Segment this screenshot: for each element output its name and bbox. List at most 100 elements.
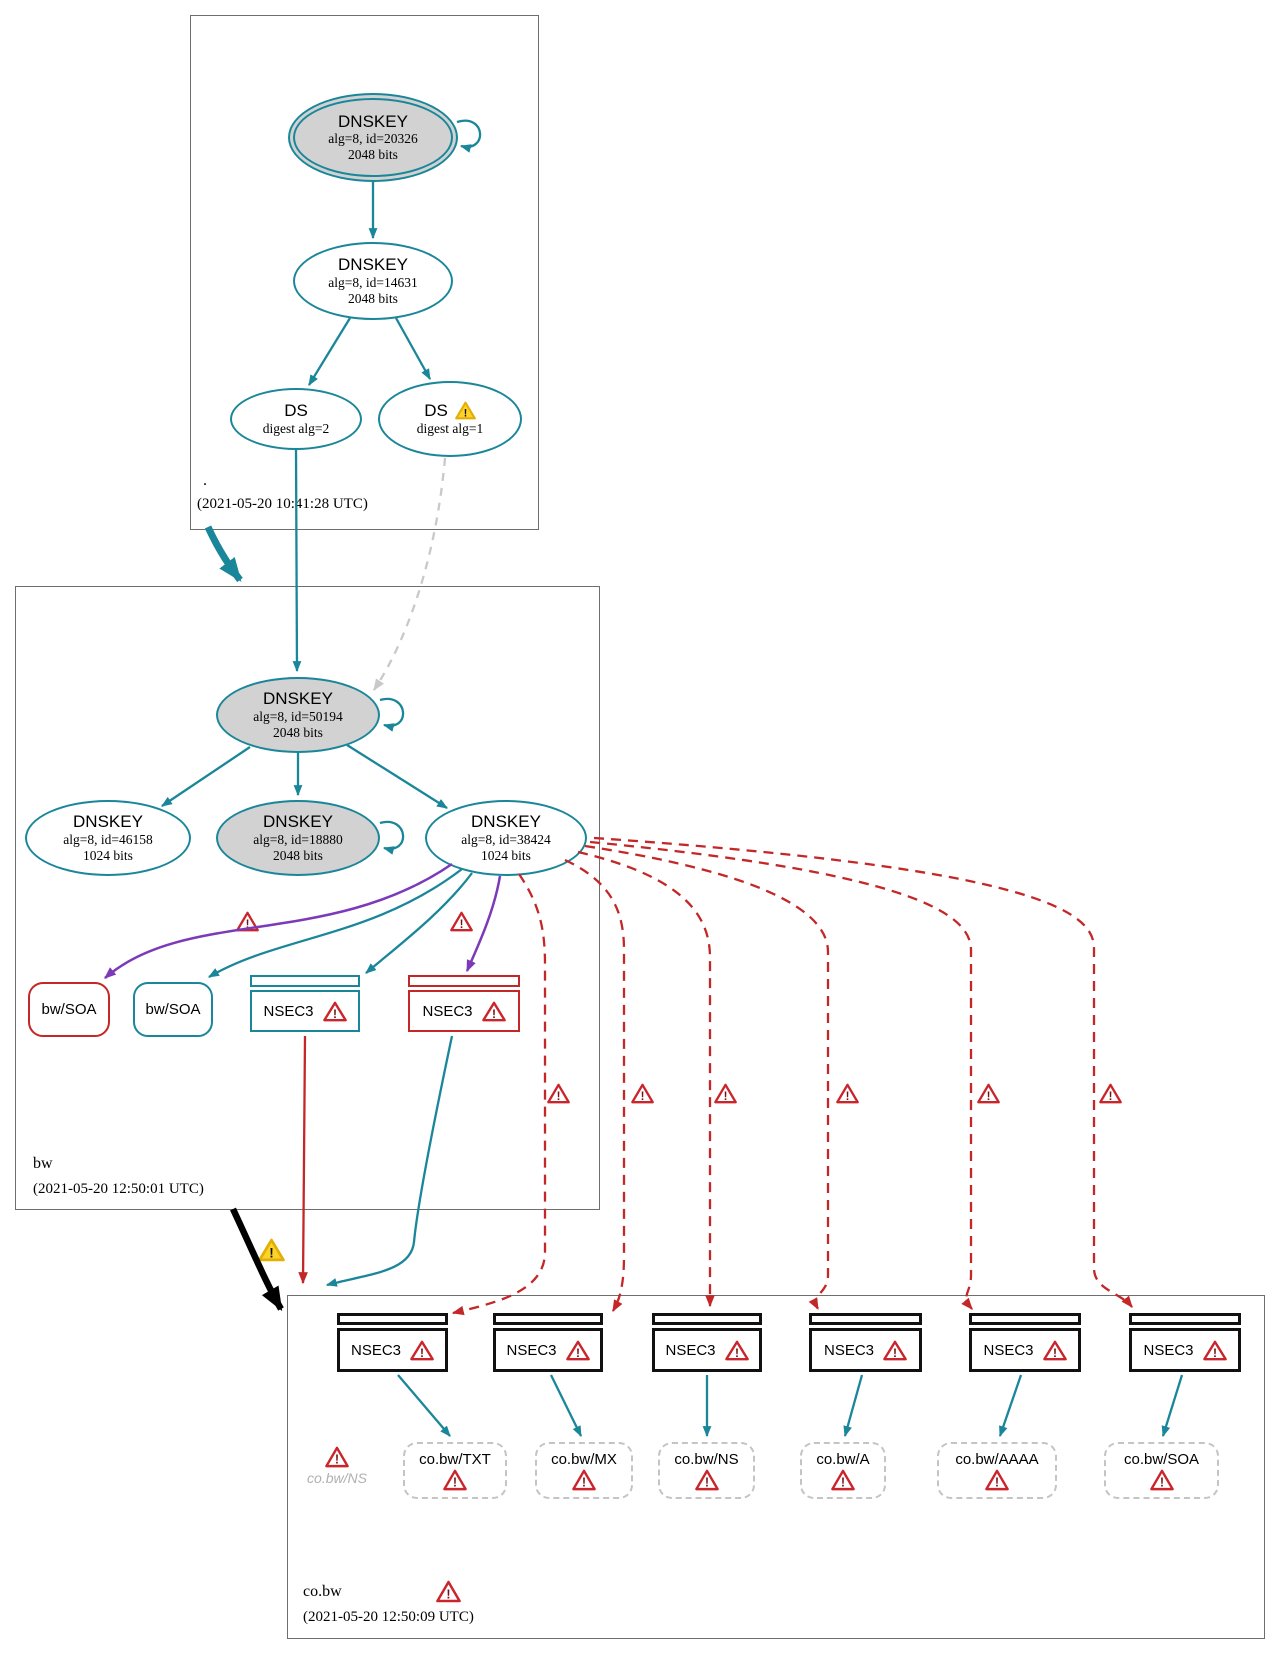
node-bw-dnskey-46158[interactable]: DNSKEY alg=8, id=46158 1024 bits bbox=[25, 800, 191, 876]
svg-text:!: ! bbox=[464, 408, 468, 420]
node-cobw-nsec3-6[interactable]: NSEC3 ! bbox=[1129, 1313, 1241, 1372]
svg-text:!: ! bbox=[641, 1090, 645, 1103]
node-title: DNSKEY bbox=[263, 689, 333, 709]
svg-text:!: ! bbox=[893, 1345, 897, 1359]
svg-text:!: ! bbox=[420, 1345, 424, 1359]
node-cobw-nsec3-4[interactable]: NSEC3 ! bbox=[809, 1313, 922, 1372]
rrset-label: bw/SOA bbox=[145, 1001, 201, 1018]
nsec3-label: NSEC3 bbox=[823, 1341, 875, 1359]
nsec3-label: NSEC3 bbox=[350, 1341, 402, 1359]
zone-timestamp-bw: (2021-05-20 12:50:01 UTC) bbox=[33, 1181, 204, 1197]
node-detail: alg=8, id=20326 bbox=[328, 131, 418, 147]
svg-text:!: ! bbox=[269, 1245, 274, 1260]
svg-text:!: ! bbox=[557, 1090, 561, 1103]
node-bw-soa-secure[interactable]: bw/SOA bbox=[133, 982, 213, 1037]
warning-icon: ! bbox=[831, 1469, 855, 1491]
node-title: DNSKEY bbox=[471, 812, 541, 832]
warning-icon: ! bbox=[547, 1083, 570, 1104]
svg-text:!: ! bbox=[453, 1475, 457, 1489]
svg-text:!: ! bbox=[995, 1475, 999, 1489]
svg-text:!: ! bbox=[335, 1453, 339, 1467]
node-detail: 2048 bits bbox=[273, 724, 323, 740]
zone-timestamp-root: (2021-05-20 10:41:28 UTC) bbox=[197, 496, 368, 512]
node-detail: 2048 bits bbox=[348, 290, 398, 306]
node-cobw-nsec3-3[interactable]: NSEC3 ! bbox=[652, 1313, 762, 1372]
svg-text:!: ! bbox=[735, 1345, 739, 1359]
node-bw-nsec3-bogus[interactable]: NSEC3 ! bbox=[408, 975, 520, 1032]
edge-delegation-root-to-bw bbox=[204, 525, 243, 583]
svg-text:!: ! bbox=[492, 1006, 496, 1020]
node-bw-soa-bogus[interactable]: bw/SOA bbox=[28, 982, 110, 1037]
node-bw-dnskey-38424[interactable]: DNSKEY alg=8, id=38424 1024 bits bbox=[425, 800, 587, 876]
node-bw-dnskey-18880[interactable]: DNSKEY alg=8, id=18880 2048 bits bbox=[216, 800, 380, 876]
nsec3-header bbox=[408, 975, 520, 987]
svg-text:!: ! bbox=[704, 1475, 708, 1489]
node-cobw-mx[interactable]: co.bw/MX ! bbox=[535, 1442, 633, 1499]
node-cobw-soa[interactable]: co.bw/SOA ! bbox=[1104, 1442, 1219, 1499]
node-ds-alg2[interactable]: DS digest alg=2 bbox=[230, 388, 362, 450]
edge-bogus-38424-to-nsec3-4 bbox=[584, 844, 830, 1311]
nsec3-header bbox=[652, 1313, 762, 1325]
node-title: DNSKEY bbox=[263, 812, 333, 832]
svg-text:!: ! bbox=[1159, 1475, 1163, 1489]
warning-icon: ! bbox=[883, 1340, 907, 1361]
node-title: DNSKEY bbox=[73, 812, 143, 832]
warning-icon: ! bbox=[1202, 1340, 1227, 1361]
svg-text:!: ! bbox=[333, 1006, 337, 1020]
nsec3-header bbox=[969, 1313, 1081, 1325]
zone-box-root bbox=[190, 15, 539, 530]
node-detail: 2048 bits bbox=[273, 847, 323, 863]
nsec3-header bbox=[493, 1313, 603, 1325]
node-root-ksk-dnskey[interactable]: DNSKEY alg=8, id=20326 2048 bits bbox=[288, 93, 458, 182]
svg-text:!: ! bbox=[841, 1475, 845, 1489]
node-detail: digest alg=1 bbox=[416, 420, 484, 436]
node-detail: alg=8, id=50194 bbox=[253, 708, 343, 724]
warning-icon: ! bbox=[836, 1083, 859, 1104]
nsec3-label: NSEC3 bbox=[1143, 1341, 1194, 1359]
node-cobw-nsec3-5[interactable]: NSEC3 ! bbox=[969, 1313, 1081, 1372]
zone-timestamp-cobw: (2021-05-20 12:50:09 UTC) bbox=[303, 1609, 474, 1625]
rrset-label: co.bw/AAAA bbox=[955, 1450, 1039, 1468]
svg-text:!: ! bbox=[446, 1586, 450, 1601]
node-title: DS bbox=[284, 401, 308, 421]
node-bw-nsec3-secure[interactable]: NSEC3 ! bbox=[250, 975, 360, 1032]
node-detail: digest alg=2 bbox=[262, 420, 330, 436]
node-detail: 2048 bits bbox=[348, 147, 398, 163]
nsec3-label: NSEC3 bbox=[506, 1341, 557, 1359]
node-detail: alg=8, id=14631 bbox=[328, 274, 418, 290]
svg-text:!: ! bbox=[246, 918, 250, 931]
rrset-label: co.bw/NS bbox=[674, 1450, 739, 1468]
node-cobw-ns[interactable]: co.bw/NS ! bbox=[658, 1442, 755, 1499]
warning-icon: ! bbox=[724, 1340, 749, 1361]
warning-icon: ! bbox=[1042, 1340, 1067, 1361]
node-cobw-nsec3-2[interactable]: NSEC3 ! bbox=[493, 1313, 603, 1372]
svg-text:!: ! bbox=[460, 918, 464, 931]
warning-icon: ! bbox=[454, 401, 476, 420]
node-cobw-nsec3-1[interactable]: NSEC3 ! bbox=[337, 1313, 448, 1372]
svg-text:!: ! bbox=[1109, 1090, 1113, 1103]
warning-icon: ! bbox=[694, 1469, 719, 1491]
rrset-label: co.bw/A bbox=[816, 1450, 870, 1468]
node-root-zsk-dnskey[interactable]: DNSKEY alg=8, id=14631 2048 bits bbox=[293, 242, 453, 320]
nsec3-header bbox=[809, 1313, 922, 1325]
warning-icon: ! bbox=[236, 911, 259, 932]
node-ds-alg1[interactable]: DS ! digest alg=1 bbox=[378, 381, 522, 457]
warning-icon: ! bbox=[436, 1580, 461, 1603]
node-bw-ksk-dnskey[interactable]: DNSKEY alg=8, id=50194 2048 bits bbox=[216, 677, 380, 753]
node-cobw-txt[interactable]: co.bw/TXT ! bbox=[403, 1442, 507, 1499]
node-cobw-a[interactable]: co.bw/A ! bbox=[800, 1442, 886, 1499]
svg-text:!: ! bbox=[1053, 1345, 1057, 1359]
warning-icon: ! bbox=[322, 1001, 347, 1022]
nsec3-header bbox=[1129, 1313, 1241, 1325]
zone-label-root: . bbox=[203, 472, 207, 489]
node-cobw-aaaa[interactable]: co.bw/AAAA ! bbox=[937, 1442, 1057, 1499]
warning-icon: ! bbox=[1099, 1083, 1122, 1104]
rrset-label: bw/SOA bbox=[41, 1001, 97, 1018]
nsec3-label: NSEC3 bbox=[665, 1341, 716, 1359]
node-detail: alg=8, id=18880 bbox=[253, 831, 343, 847]
nsec3-label: NSEC3 bbox=[263, 1002, 314, 1020]
node-title: DNSKEY bbox=[338, 255, 408, 275]
warning-icon: ! bbox=[325, 1446, 349, 1468]
warning-icon: ! bbox=[450, 911, 473, 932]
